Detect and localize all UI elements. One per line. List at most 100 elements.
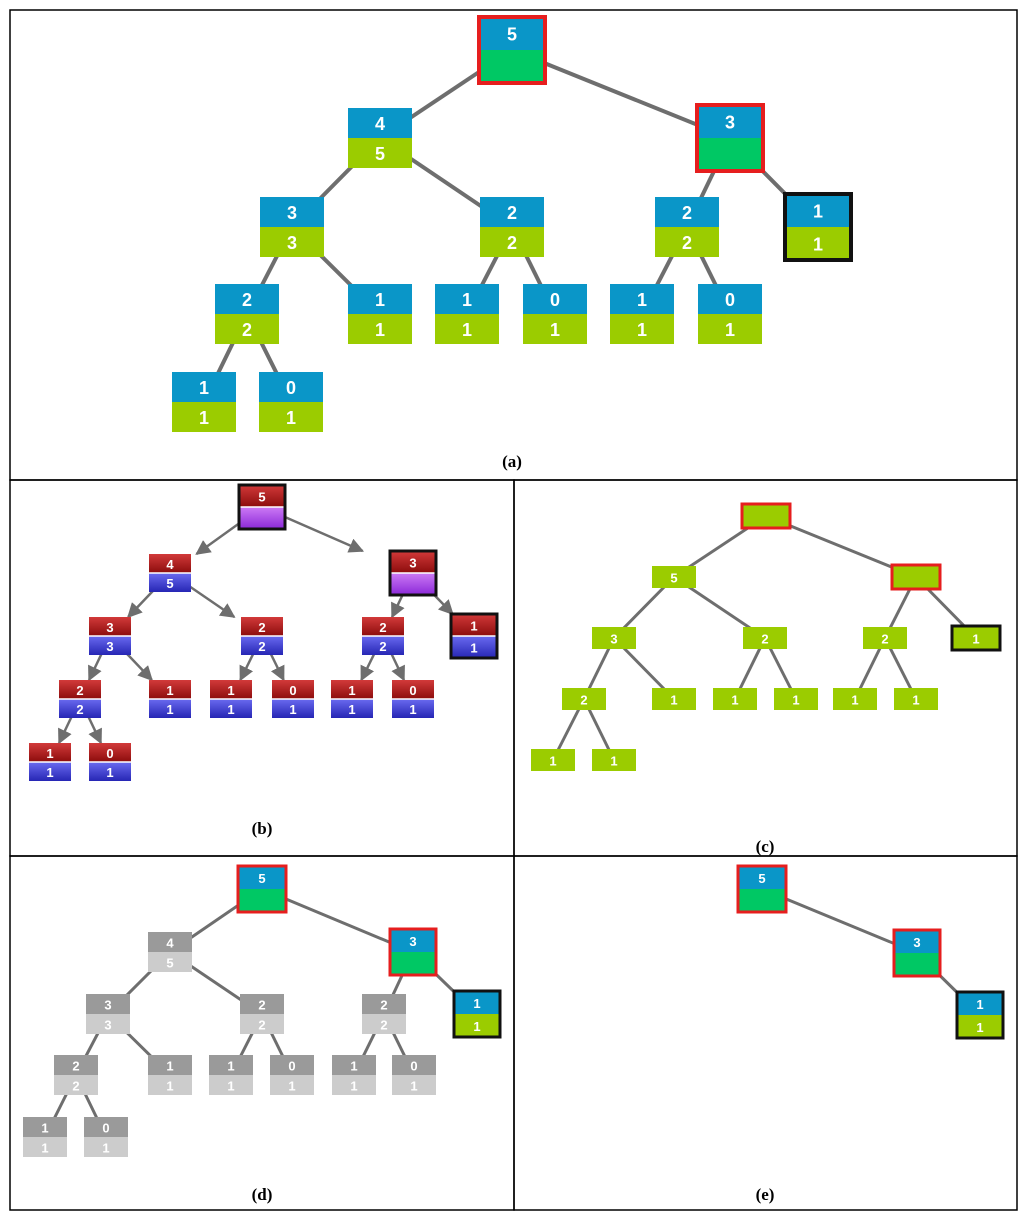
node-n2r: 22 — [362, 617, 404, 655]
node-bottom-cell — [260, 227, 324, 257]
node-bottom-cell — [239, 507, 285, 529]
node-top-value: 3 — [725, 113, 735, 133]
node-r: 5 — [237, 483, 287, 531]
node-bottom-cell — [392, 699, 434, 718]
edge-r-n3r — [761, 887, 918, 955]
node-top-value: 1 — [227, 683, 234, 698]
node-outline — [736, 864, 788, 914]
node-top-cell — [89, 743, 131, 762]
node-top-cell — [209, 1055, 253, 1075]
node-n1r: 11 — [449, 612, 499, 660]
node-top-value: 1 — [46, 746, 53, 761]
node-top-cell — [149, 680, 191, 699]
node-box — [652, 688, 696, 710]
node-value: 1 — [610, 754, 617, 769]
node-n2m: 22 — [480, 197, 544, 257]
node-top-value: 5 — [258, 490, 265, 505]
node-top-cell — [698, 284, 762, 314]
node-bottom-cell — [655, 227, 719, 257]
node-n4: 45 — [348, 108, 412, 168]
node-bottom-cell — [86, 1014, 130, 1034]
node-bottom-cell — [451, 636, 497, 658]
node-bottom-value: 1 — [637, 320, 647, 340]
node-bottom-cell — [172, 402, 236, 432]
node-bottom-cell — [209, 1075, 253, 1095]
node-l0b: 01 — [270, 1055, 314, 1095]
node-top-cell — [785, 194, 851, 227]
node-l1c: 11 — [610, 284, 674, 344]
node-top-cell — [260, 197, 324, 227]
node-n1r: 1 — [950, 624, 1002, 652]
node-l0b: 01 — [523, 284, 587, 344]
node-value: 1 — [670, 693, 677, 708]
node-bottom-value: 1 — [409, 702, 416, 717]
node-box — [592, 627, 636, 649]
node-bottom-cell — [523, 314, 587, 344]
node-n4: 45 — [148, 932, 192, 972]
node-top-value: 1 — [813, 202, 823, 222]
node-bottom-cell — [957, 1015, 1003, 1038]
node-bottom-cell — [215, 314, 279, 344]
node-top-cell — [210, 680, 252, 699]
node-top-value: 0 — [409, 683, 416, 698]
node-bottom-value: 3 — [104, 1018, 111, 1033]
node-l0d: 01 — [84, 1117, 128, 1157]
caption-c: (c) — [756, 837, 775, 856]
node-l1a: 1 — [652, 688, 696, 710]
panel-c-border — [513, 479, 1018, 857]
node-bottom-cell — [241, 636, 283, 655]
node-l1d: 11 — [29, 743, 71, 781]
node-bottom-value: 1 — [286, 408, 296, 428]
node-top-value: 1 — [199, 378, 209, 398]
node-bottom-value: 1 — [473, 1019, 480, 1034]
caption-b: (b) — [252, 819, 273, 838]
node-top-cell — [241, 617, 283, 636]
node-outline — [477, 15, 547, 85]
node-l0b: 1 — [774, 688, 818, 710]
node-bottom-value: 5 — [166, 576, 173, 591]
node-value: 1 — [912, 693, 919, 708]
node-bottom-cell — [479, 50, 545, 83]
node-bottom-value: 1 — [289, 702, 296, 717]
node-top-value: 4 — [166, 557, 174, 572]
node-top-value: 0 — [102, 1121, 109, 1136]
node-box — [892, 565, 940, 589]
node-box — [743, 627, 787, 649]
edges-e — [761, 887, 982, 1017]
node-top-value: 1 — [166, 1059, 173, 1074]
node-bottom-cell — [259, 402, 323, 432]
node-top-value: 0 — [725, 290, 735, 310]
panel-e-border — [513, 855, 1018, 1211]
node-bottom-value: 2 — [507, 233, 517, 253]
node-n3r — [890, 563, 942, 591]
node-r: 5 — [236, 864, 288, 914]
node-top-value: 0 — [289, 683, 296, 698]
node-box — [652, 566, 696, 588]
node-n1r: 11 — [783, 192, 853, 262]
node-n1r: 11 — [452, 989, 502, 1039]
node-top-cell — [454, 991, 500, 1014]
node-outline — [892, 928, 942, 978]
node-bottom-value: 2 — [72, 1079, 79, 1094]
node-top-cell — [148, 932, 192, 952]
node-bottom-cell — [210, 699, 252, 718]
node-bottom-value: 1 — [550, 320, 560, 340]
node-top-cell — [894, 930, 940, 953]
node-bottom-value: 1 — [410, 1079, 417, 1094]
node-l0c: 01 — [698, 284, 762, 344]
caption-e: (e) — [756, 1185, 775, 1204]
node-bottom-cell — [59, 699, 101, 718]
node-bottom-value: 1 — [166, 702, 173, 717]
node-bottom-value: 1 — [462, 320, 472, 340]
node-box — [863, 627, 907, 649]
node-bottom-value: 1 — [166, 1079, 173, 1094]
node-top-cell — [348, 108, 412, 138]
node-box — [713, 688, 757, 710]
node-top-cell — [451, 614, 497, 636]
node-bottom-value: 1 — [102, 1141, 109, 1156]
node-value: 1 — [972, 632, 979, 647]
node-outline — [950, 624, 1002, 652]
